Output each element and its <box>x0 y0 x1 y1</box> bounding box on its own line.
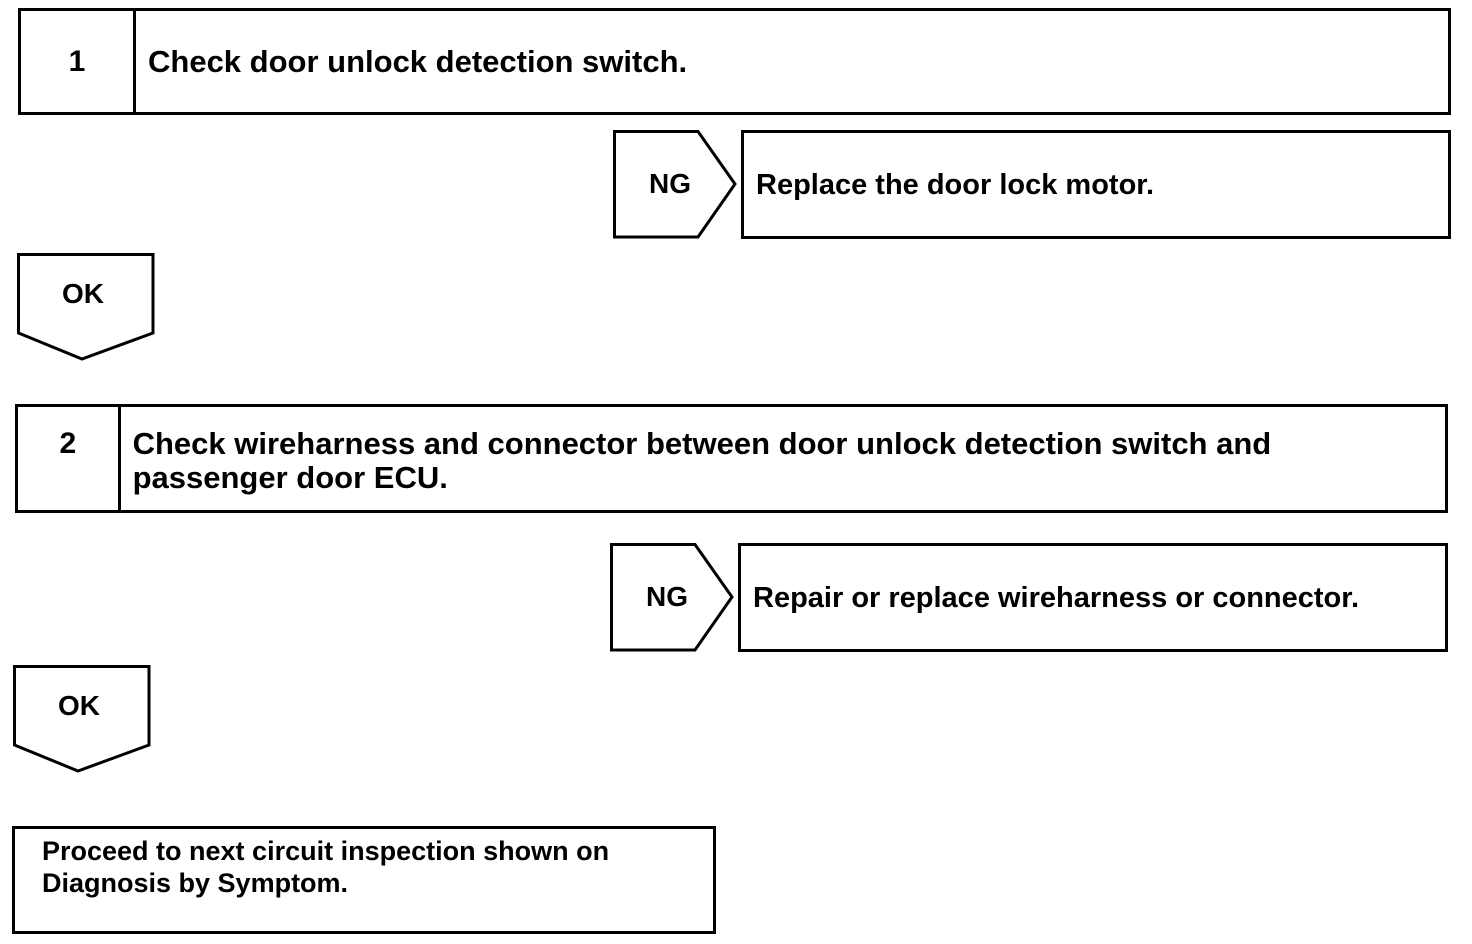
step-1-number: 1 <box>21 11 136 112</box>
step-2-number: 2 <box>18 407 121 510</box>
step-1-box: 1 Check door unlock detection switch. <box>18 8 1451 115</box>
ok-label-2: OK <box>58 690 100 721</box>
ng-action-box-1: Replace the door lock motor. <box>741 130 1451 239</box>
step-1-text: Check door unlock detection switch. <box>148 44 688 79</box>
ng-action-text-1: Replace the door lock motor. <box>756 168 1155 201</box>
final-text: Proceed to next circuit inspection shown… <box>15 829 713 899</box>
ng-action-text-2: Repair or replace wireharness or connect… <box>753 581 1360 614</box>
final-box: Proceed to next circuit inspection shown… <box>12 826 716 934</box>
ok-arrow-1 <box>17 253 155 361</box>
final-text-line-1: Proceed to next circuit inspection shown… <box>42 836 610 866</box>
step-2-text: Check wireharness and connector between … <box>132 426 1272 495</box>
ng-action-box-2: Repair or replace wireharness or connect… <box>738 543 1448 652</box>
ok-arrow-2 <box>13 665 151 773</box>
ng-arrow-2 <box>610 543 734 652</box>
step-2-box: 2 Check wireharness and connector betwee… <box>15 404 1448 513</box>
ng-label-1: NG <box>649 168 691 199</box>
ok-label-1: OK <box>62 278 104 309</box>
ng-arrow-1 <box>613 130 737 239</box>
final-text-line-2: Diagnosis by Symptom. <box>42 868 349 898</box>
ng-label-2: NG <box>646 581 688 612</box>
